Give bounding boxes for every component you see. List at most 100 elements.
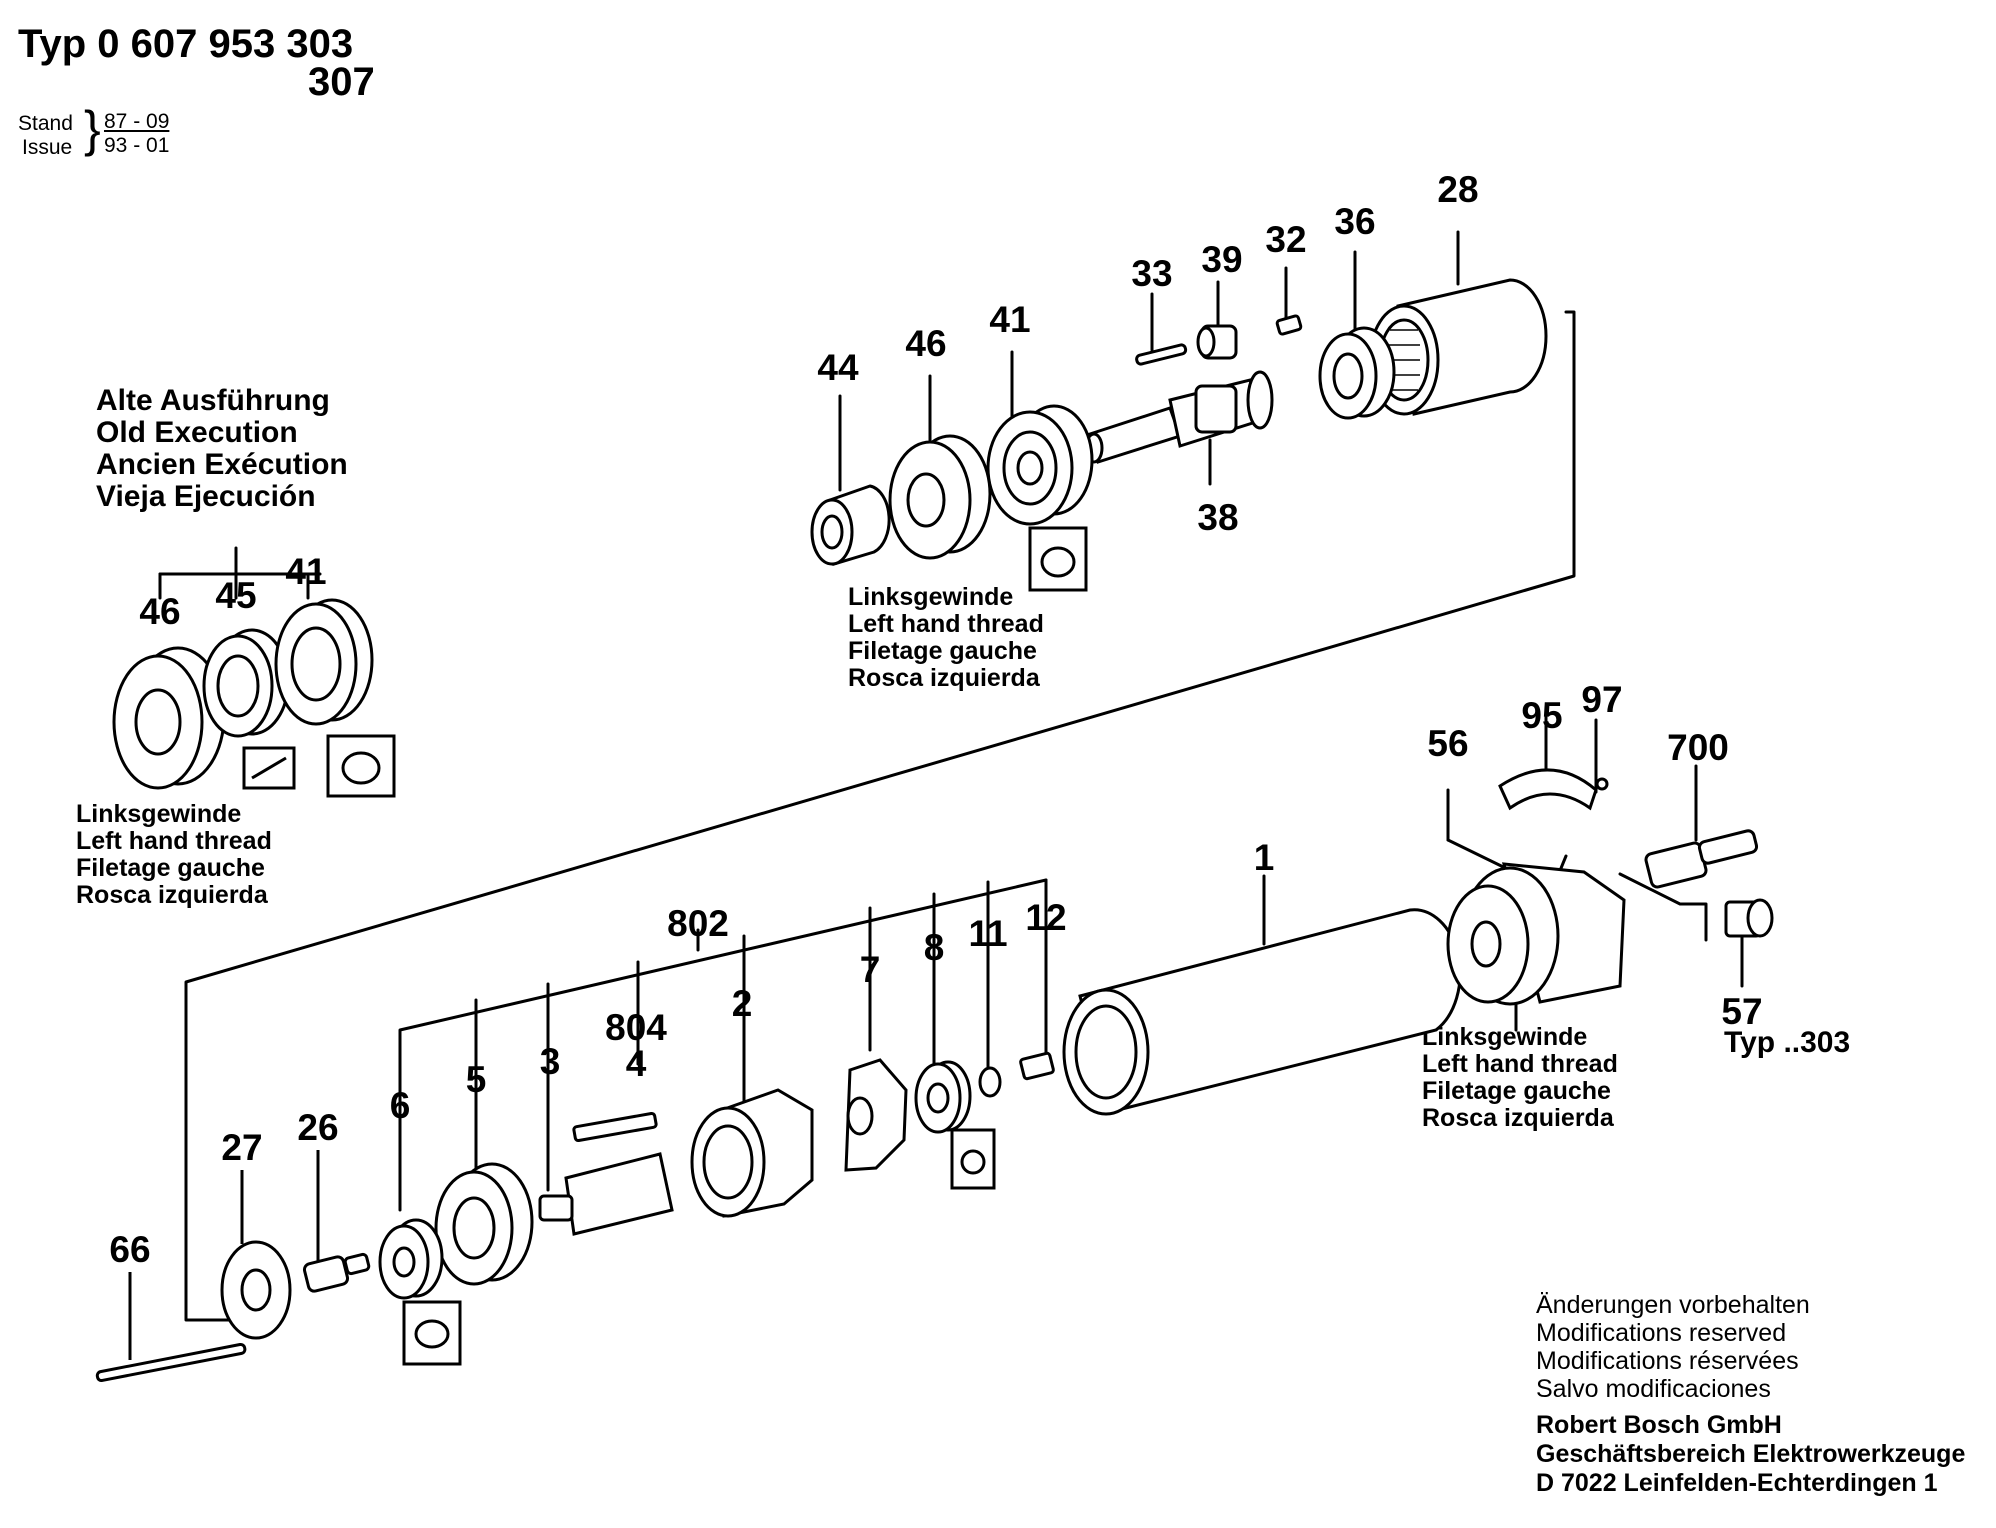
grease-symbol-bottom-a [950,1128,996,1190]
label-part-46-old: 46 [139,591,180,632]
label-part-57: 57 [1721,991,1762,1032]
part-26-pinion [302,1252,371,1293]
grease-symbol-old-a [242,746,296,790]
stand-value: 87 - 09 [104,110,170,133]
label-part-804: 804 [605,1007,667,1048]
label-part-33: 33 [1131,253,1172,294]
part-45-ring [202,628,290,738]
label-part-46-top: 46 [905,323,946,364]
bracket-802 [398,878,1048,1054]
thread-note-old-es: Rosca izquierda [76,881,268,909]
label-part-45: 45 [215,575,256,616]
stand-label: Stand [18,112,73,135]
assembly-line-main [184,310,1576,1322]
part-66-rod [95,1342,247,1383]
modifications-es: Salvo modificaciones [1536,1375,1771,1403]
part-39-pinion [1196,324,1238,360]
label-part-32: 32 [1265,219,1306,260]
label-part-2: 2 [732,983,753,1024]
part-57-plug [1724,898,1774,938]
thread-note-old-fr: Filetage gauche [76,854,265,882]
label-part-27: 27 [221,1127,262,1168]
label-part-3: 3 [540,1041,561,1082]
thread-note-old-en: Left hand thread [76,827,272,855]
label-part-41-old: 41 [285,551,326,592]
label-part-7: 7 [860,949,881,990]
thread-note-top-de: Linksgewinde [848,583,1014,611]
part-6-bearing [378,1218,444,1300]
thread-note-housing-en: Left hand thread [1422,1050,1618,1078]
thread-note-old-de: Linksgewinde [76,800,242,828]
part-700-hose-fitting [1644,829,1759,889]
part-46-threaded-ring-old [112,646,226,790]
modifications-de: Änderungen vorbehalten [1536,1291,1810,1319]
old-execution-es: Vieja Ejecución [96,480,316,513]
type-number: Typ 0 607 953 303 [18,22,354,66]
label-part-5: 5 [466,1059,487,1100]
part-56-back-cap [1446,862,1626,1006]
thread-note-housing-fr: Filetage gauche [1422,1077,1611,1105]
thread-note-top-en: Left hand thread [848,610,1044,638]
part-44-sleeve [810,484,891,566]
old-execution-fr: Ancien Exécution [96,448,348,481]
part-28-needle-sleeve [1368,278,1548,416]
old-execution-de: Alte Ausführung [96,384,330,417]
modifications-fr: Modifications réservées [1536,1347,1799,1375]
company-name: Robert Bosch GmbH [1536,1411,1782,1439]
part-12-screw [1019,1051,1055,1081]
grease-symbol-old-b [326,734,396,798]
label-part-700: 700 [1667,727,1729,768]
thread-note-top-fr: Filetage gauche [848,637,1037,665]
part-33-pin [1135,343,1188,366]
label-part-95: 95 [1521,695,1562,736]
thread-note-housing-es: Rosca izquierda [1422,1104,1614,1132]
label-part-4: 4 [626,1043,647,1084]
label-part-11: 11 [968,913,1007,954]
part-38-spindle [1084,370,1274,464]
part-4-vane [572,1111,658,1143]
thread-note-housing-de: Linksgewinde [1422,1023,1588,1051]
label-part-28: 28 [1437,169,1478,210]
part-7-end-plate [844,1058,908,1172]
modifications-en: Modifications reserved [1536,1319,1787,1347]
issue-label: Issue [22,136,73,159]
part-36-bearing [1318,326,1396,420]
part-2-rotor-cylinder [690,1088,814,1218]
part-3-rotor [538,1152,674,1236]
label-part-66: 66 [109,1229,150,1270]
grease-symbol-bottom-b [402,1300,462,1366]
part-11-washer [978,1066,1002,1098]
issue-value: 93 - 01 [104,134,170,157]
part-46-threaded-ring-top [888,434,992,560]
company-division: Geschäftsbereich Elektrowerkzeuge [1536,1440,1966,1468]
part-27-washer [220,1240,292,1340]
thread-note-top-es: Rosca izquierda [848,664,1040,692]
label-part-26: 26 [297,1107,338,1148]
part-41-bearing-top [986,404,1094,526]
part-41-bearing-old [274,598,374,726]
part-97-screw [1595,777,1609,791]
label-part-36: 36 [1334,201,1375,242]
label-part-44: 44 [817,347,859,388]
brace-glyph: } [84,101,101,157]
label-part-97: 97 [1581,679,1622,720]
label-part-12: 12 [1025,897,1066,938]
part-8-bearing [914,1060,972,1134]
label-part-38: 38 [1197,497,1238,538]
label-part-39: 39 [1201,239,1242,280]
part-5-end-ring [434,1162,534,1286]
label-part-56: 56 [1427,723,1468,764]
type-303-note: Typ ..303 [1724,1026,1851,1059]
label-part-1: 1 [1254,837,1275,878]
company-address: D 7022 Leinfelden-Echterdingen 1 [1536,1469,1938,1497]
label-part-802: 802 [667,903,729,944]
part-32-pin [1275,314,1303,336]
label-part-8: 8 [924,927,945,968]
type-number-variant: 307 [308,60,375,104]
part-1-cylinder [1062,908,1462,1116]
label-part-41-top: 41 [989,299,1030,340]
label-part-6: 6 [390,1085,411,1126]
grease-symbol-top [1028,526,1088,592]
